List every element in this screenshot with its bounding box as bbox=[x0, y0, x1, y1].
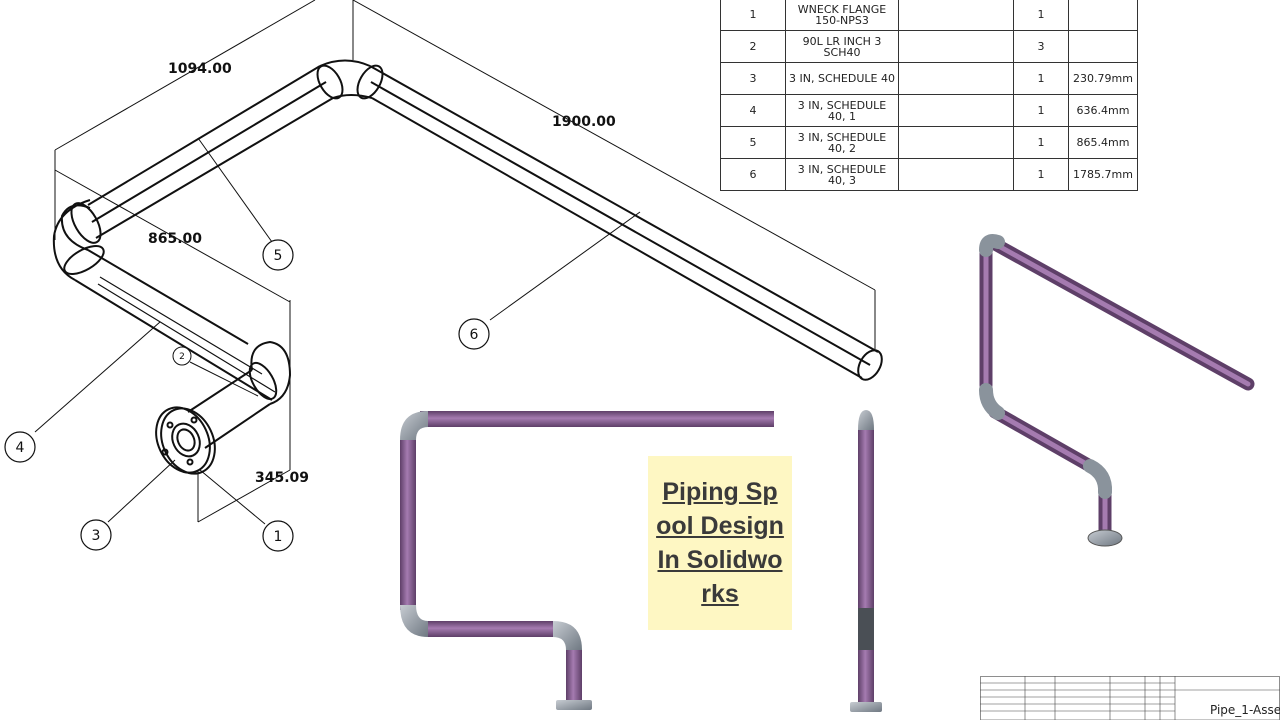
svg-text:5: 5 bbox=[274, 248, 283, 264]
svg-text:4: 4 bbox=[16, 440, 25, 456]
svg-text:2: 2 bbox=[179, 352, 185, 362]
title-note-text: Piping Spool Design In Solidworks bbox=[656, 478, 784, 608]
balloon-2: 2 bbox=[172, 346, 192, 366]
balloon-3: 3 bbox=[80, 519, 112, 551]
drawing-name: Pipe_1-Asse bbox=[1210, 703, 1280, 717]
dimension-865: 865.00 bbox=[148, 231, 202, 247]
table-row: 4 3 IN, SCHEDULE 40, 1 1 636.4mm bbox=[720, 94, 1138, 127]
svg-text:3: 3 bbox=[92, 528, 101, 544]
svg-text:6: 6 bbox=[470, 327, 479, 343]
flange bbox=[155, 406, 216, 475]
table-row: 1 WNECK FLANGE 150-NPS3 1 bbox=[720, 0, 1138, 31]
table-row: 2 90L LR INCH 3 SCH40 3 bbox=[720, 30, 1138, 63]
dimension-1094: 1094.00 bbox=[168, 61, 232, 77]
dimension-1900: 1900.00 bbox=[552, 114, 616, 130]
svg-text:1: 1 bbox=[274, 529, 283, 545]
front-view bbox=[400, 411, 774, 710]
balloon-6: 6 bbox=[458, 318, 490, 350]
title-block bbox=[980, 676, 1280, 720]
shaded-flange bbox=[1087, 529, 1123, 547]
balloon-5: 5 bbox=[262, 239, 294, 271]
balloon-leaders bbox=[34, 137, 641, 525]
table-row: 5 3 IN, SCHEDULE 40, 2 1 865.4mm bbox=[720, 126, 1138, 159]
balloon-4: 4 bbox=[4, 431, 36, 463]
shaded-iso-view bbox=[979, 234, 1255, 537]
dimension-lines bbox=[54, 0, 876, 523]
bill-of-materials-table: 1 WNECK FLANGE 150-NPS3 1 2 90L LR INCH … bbox=[720, 0, 1138, 191]
side-view bbox=[850, 410, 882, 712]
balloon-1: 1 bbox=[262, 520, 294, 552]
dimension-345: 345.09 bbox=[255, 470, 309, 486]
isometric-pipe-view bbox=[52, 59, 883, 475]
title-note: Piping Spool Design In Solidworks bbox=[648, 456, 792, 630]
table-row: 6 3 IN, SCHEDULE 40, 3 1 1785.7mm bbox=[720, 158, 1138, 191]
table-row: 3 3 IN, SCHEDULE 40 1 230.79mm bbox=[720, 62, 1138, 95]
